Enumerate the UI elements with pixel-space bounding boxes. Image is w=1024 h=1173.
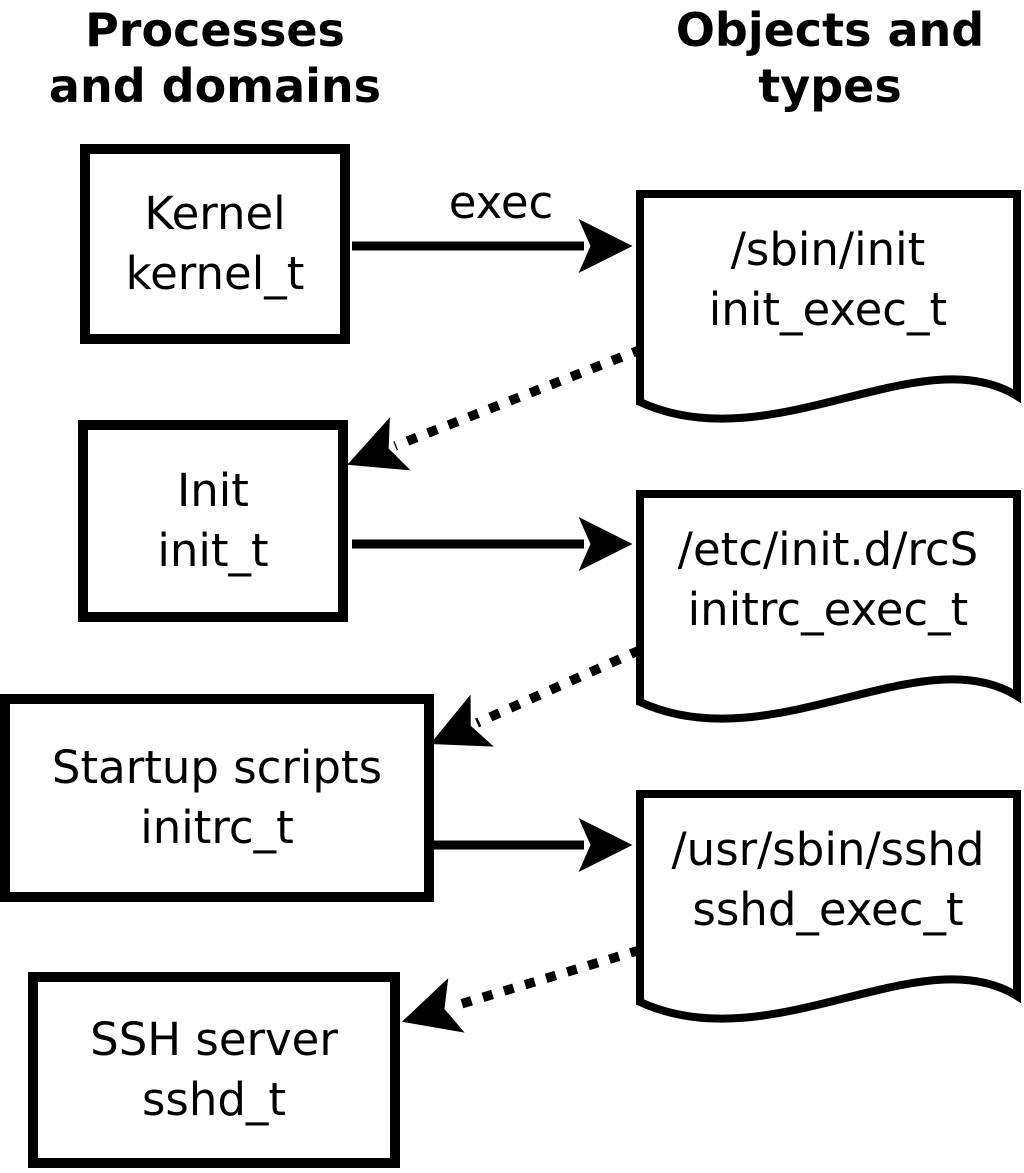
processes-header-line2: and domains [48,59,382,113]
usr-sbin-sshd-document-shape [636,790,1021,1023]
ssh-server-domain-type: sshd_t [141,1073,287,1126]
exec-arrow-label: exec [448,176,554,229]
sbin-init-document-shape [636,190,1021,423]
startup-scripts-process-box: Startup scripts initrc_t [0,694,434,902]
etc-initd-rcs-document-text: /etc/init.d/rcS initrc_exec_t [652,520,1004,640]
kernel-process-box: Kernel kernel_t [80,144,350,344]
processes-column-header: Processes and domains [15,2,415,114]
usr-sbin-sshd-type: sshd_exec_t [692,883,964,936]
init-domain-type: init_t [157,524,269,577]
transition-arrow-rcs-to-initrc [430,645,642,747]
startup-scripts-label: Startup scripts [51,741,383,794]
sbin-init-document-text: /sbin/init init_exec_t [652,220,1004,340]
ssh-server-label: SSH server [90,1013,338,1066]
objects-header-line2: types [758,59,902,113]
etc-initd-rcs-type: initrc_exec_t [687,583,969,636]
ssh-server-process-box: SSH server sshd_t [28,972,400,1168]
transition-arrow-sbin-init-to-init [347,344,644,471]
sbin-init-type: init_exec_t [708,283,948,336]
sbin-init-path: /sbin/init [730,223,926,276]
etc-initd-rcs-path: /etc/init.d/rcS [677,523,979,576]
startup-scripts-domain-type: initrc_t [140,801,294,854]
transition-arrow-sshd-exec-to-sshd [401,945,642,1033]
init-process-box: Init init_t [78,420,348,622]
objects-column-header: Objects and types [630,2,1024,114]
processes-header-line1: Processes [85,3,345,57]
kernel-domain-type: kernel_t [125,247,305,300]
usr-sbin-sshd-document-text: /usr/sbin/sshd sshd_exec_t [652,820,1004,940]
etc-initd-rcs-document-shape [636,490,1021,723]
usr-sbin-sshd-path: /usr/sbin/sshd [671,823,985,876]
kernel-process-label: Kernel [144,187,286,240]
objects-header-line1: Objects and [675,3,985,57]
init-process-label: Init [177,464,249,517]
